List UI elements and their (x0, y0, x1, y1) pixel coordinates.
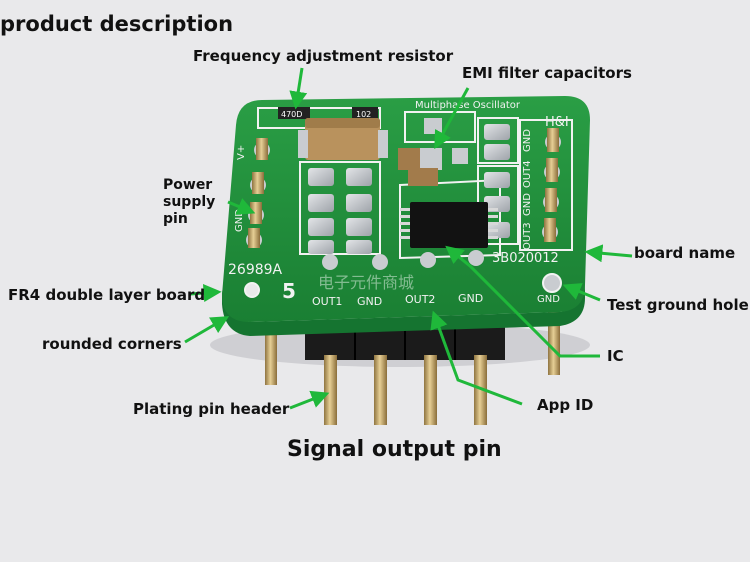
arrow-board-name (584, 244, 633, 263)
large-capacitor (298, 118, 388, 160)
silk-gnd-left: GND (234, 209, 245, 232)
arrow-pin-header (289, 390, 330, 410)
annotation-arrows (184, 67, 633, 410)
right-output-pins (542, 128, 561, 242)
power-supply-pins (246, 138, 270, 248)
pad-grid (308, 124, 510, 254)
silk-out1: OUT1 (312, 295, 342, 308)
caption-signal-output: Signal output pin (287, 437, 502, 462)
silk-board-code-right: 3B020012 (492, 251, 559, 266)
label-rounded-corners: rounded corners (42, 335, 182, 353)
label-fr4-board: FR4 double layer board (8, 286, 206, 304)
silk-corner-mark: H&I (545, 115, 569, 130)
silk-vplus: V+ (236, 145, 247, 160)
label-pin-header: Plating pin header (133, 400, 290, 418)
label-test-ground-hole: Test ground hole (607, 296, 749, 314)
arrow-emi-capacitors (434, 87, 470, 150)
emi-capacitors (398, 118, 468, 186)
page-title: product description (0, 12, 234, 36)
label-app-id: App ID (537, 396, 594, 414)
label-ic: IC (607, 347, 624, 365)
mounting-hole (244, 282, 260, 298)
arrow-app-id (430, 310, 523, 406)
watermark: 电子元件商城 (318, 273, 414, 292)
arrow-frequency-resistor (289, 67, 308, 110)
ic-chip (400, 202, 498, 248)
label-frequency-resistor: Frequency adjustment resistor (193, 47, 454, 65)
silk-right-out3: OUT3 (522, 222, 533, 250)
arrow-power-supply (227, 198, 256, 215)
output-pads (322, 250, 484, 270)
label-emi-capacitors: EMI filter capacitors (462, 64, 632, 82)
label-power-supply-pin: Power supply pin (163, 177, 216, 227)
frequency-resistor (278, 107, 378, 119)
silk-right-gnd-2: GND (522, 193, 533, 216)
silk-resistor-value-2: 102 (356, 110, 371, 119)
silk-gnd1: GND (357, 295, 382, 308)
arrow-test-ground (562, 283, 601, 302)
test-ground-hole (542, 273, 562, 293)
pcb-edge (222, 284, 585, 336)
silk-right-out4: OUT4 (522, 160, 533, 188)
silk-gnd2: GND (458, 292, 483, 305)
silk-right-gnd-1: GND (522, 129, 533, 152)
label-board-name: board name (634, 244, 736, 262)
silk-out2: OUT2 (405, 293, 435, 306)
silk-resistor-value: 470D (281, 110, 302, 119)
arrow-ic (445, 245, 600, 358)
silk-digit: 5 (282, 279, 296, 303)
silk-gnd-test: GND (537, 294, 560, 305)
arrow-rounded-corners (184, 316, 230, 344)
arrow-fr4 (189, 284, 222, 303)
silk-board-code-left: 26989A (228, 262, 283, 278)
silk-board-title: Multiphase Oscillator (415, 100, 521, 111)
